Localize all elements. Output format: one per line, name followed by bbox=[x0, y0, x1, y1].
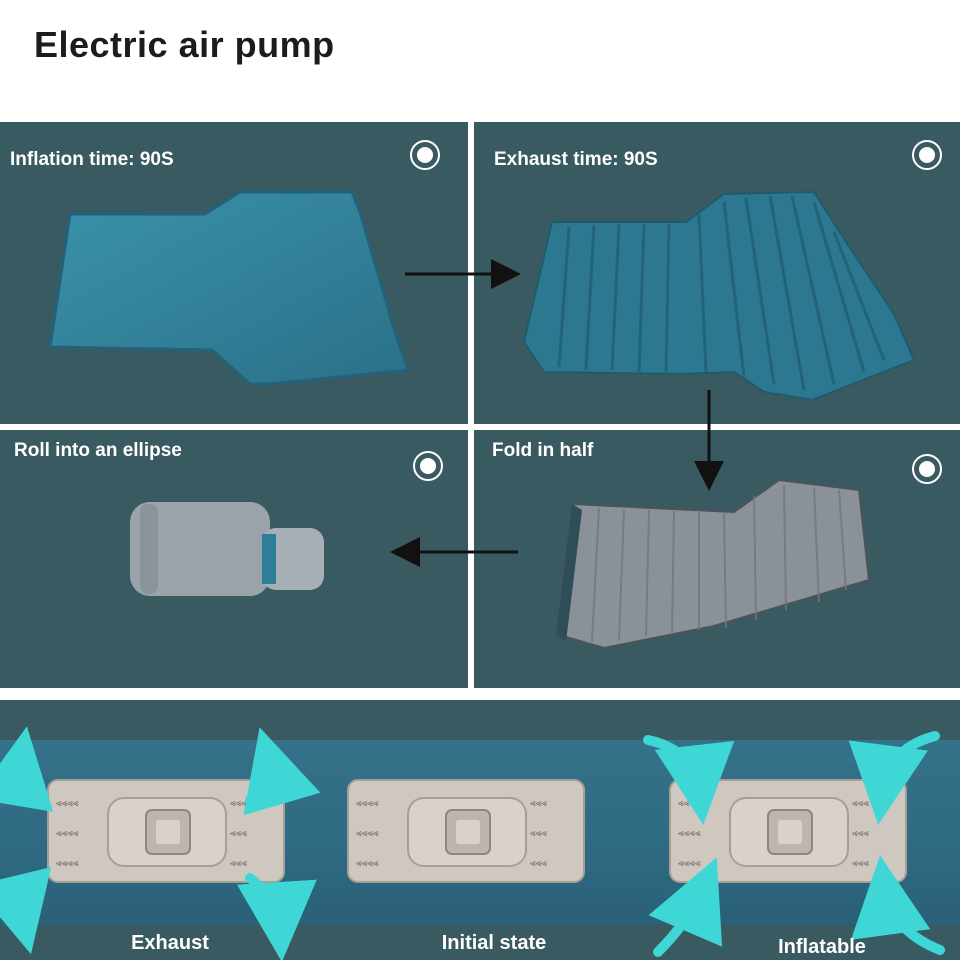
radio-button[interactable] bbox=[410, 140, 440, 170]
rolled-mat-image bbox=[130, 502, 324, 596]
valve-label-exhaust: Exhaust bbox=[131, 932, 209, 954]
panel-label: Roll into an ellipse bbox=[14, 440, 182, 461]
panel-roll: Roll into an ellipse bbox=[0, 430, 468, 688]
radio-button[interactable] bbox=[912, 140, 942, 170]
valve-label-inflatable: Inflatable bbox=[778, 936, 866, 958]
panel-inflation: Inflation time: 90S bbox=[0, 122, 468, 424]
radio-button[interactable] bbox=[413, 451, 443, 481]
panel-label: Exhaust time: 90S bbox=[494, 149, 658, 170]
page-title: Electric air pump bbox=[34, 24, 335, 65]
panel-label: Inflation time: 90S bbox=[10, 149, 174, 170]
valve-illustrations: ⪡⪡⪡⪡ ⪡⪡⪡⪡ ⪡⪡⪡⪡ ⪡⪡⪡ ⪡⪡⪡ ⪡⪡⪡ bbox=[0, 726, 945, 960]
valve-label-initial: Initial state bbox=[441, 932, 547, 954]
valve-initial bbox=[347, 779, 585, 883]
panel-exhaust: Exhaust time: 90S bbox=[474, 122, 960, 424]
panel-label: Fold in half bbox=[492, 440, 594, 461]
inflated-mat-image bbox=[48, 190, 411, 386]
valve-inflatable bbox=[669, 779, 907, 883]
deflated-mat-image bbox=[522, 190, 916, 402]
radio-button[interactable] bbox=[912, 454, 942, 484]
inflate-arrows bbox=[643, 731, 945, 957]
panel-fold: Fold in half bbox=[474, 430, 960, 688]
exhaust-arrows bbox=[0, 726, 321, 960]
valve-states-section: ⪡⪡⪡⪡ ⪡⪡⪡⪡ ⪡⪡⪡⪡ ⪡⪡⪡ ⪡⪡⪡ ⪡⪡⪡ bbox=[0, 700, 960, 960]
folded-mat-image bbox=[554, 478, 871, 650]
